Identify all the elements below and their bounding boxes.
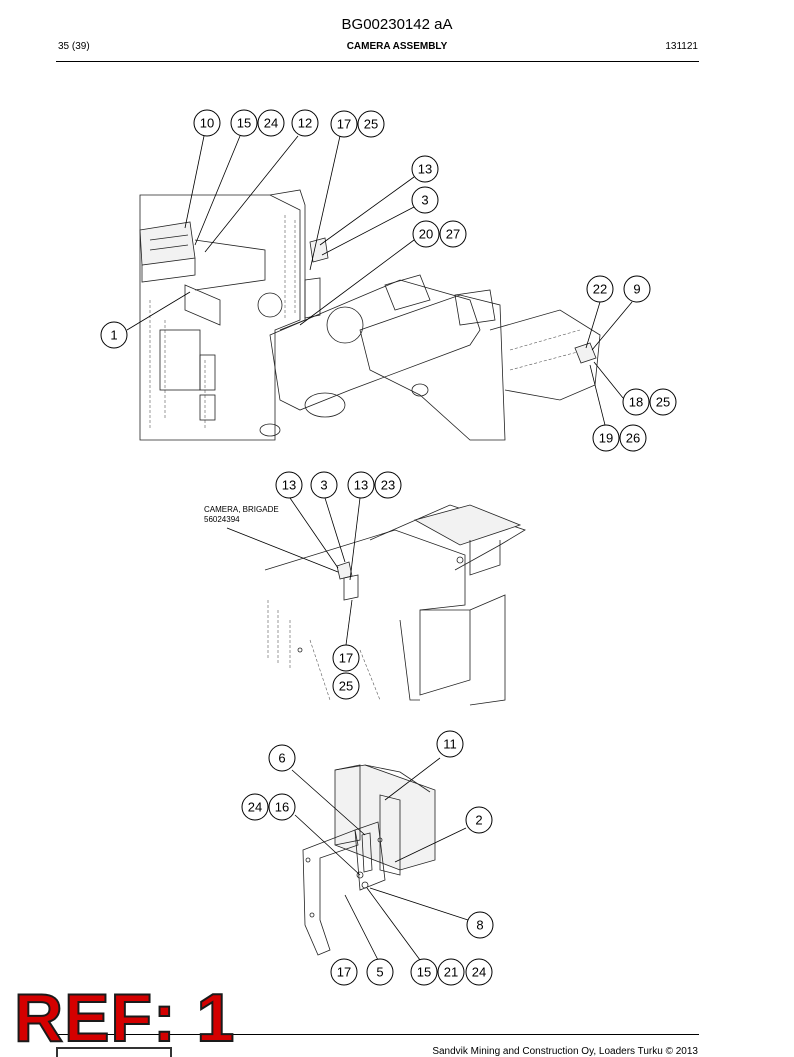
middle-view-note: CAMERA, BRIGADE 56024394	[204, 505, 279, 524]
bottom-view-callouts: 11 6 24 16 2 8 17 5 15 21 24	[241, 730, 494, 986]
svg-text:12: 12	[298, 116, 312, 131]
callout-bubble: 11	[436, 730, 464, 758]
svg-text:27: 27	[446, 227, 460, 242]
callout-bubble: 6	[268, 744, 296, 772]
callout-bubble: 10	[193, 109, 221, 137]
callout-bubble: 22	[586, 275, 614, 303]
svg-text:24: 24	[264, 116, 278, 131]
svg-text:25: 25	[656, 395, 670, 410]
middle-view-machine	[264, 504, 526, 706]
callout-bubble: 13	[275, 471, 303, 499]
callout-bubble: 13	[411, 155, 439, 183]
callout-bubble: 2	[465, 806, 493, 834]
top-view-callouts: 10 15 24 12 17 25 13 3 20 27 22 9 1 18 2…	[100, 109, 677, 452]
callout-bubble: 25	[649, 388, 677, 416]
callout-bubble: 3	[411, 186, 439, 214]
svg-text:25: 25	[364, 117, 378, 132]
svg-text:16: 16	[275, 800, 289, 815]
callout-bubble: 19	[592, 424, 620, 452]
svg-text:13: 13	[418, 162, 432, 177]
callout-bubble: 18	[622, 388, 650, 416]
callout-bubble: 1	[100, 321, 128, 349]
svg-text:3: 3	[320, 478, 327, 493]
svg-text:23: 23	[381, 478, 395, 493]
document-id: BG00230142 aA	[341, 16, 453, 33]
svg-text:24: 24	[472, 965, 486, 980]
svg-text:11: 11	[443, 737, 457, 752]
callout-bubble: 9	[623, 275, 651, 303]
svg-text:10: 10	[200, 116, 214, 131]
callout-bubble: 3	[310, 471, 338, 499]
top-view-machine	[139, 189, 601, 441]
callout-bubble: 16	[268, 793, 296, 821]
callout-bubble: 26	[619, 424, 647, 452]
svg-text:17: 17	[337, 117, 351, 132]
svg-text:1: 1	[110, 328, 117, 343]
page-number: 35 (39)	[58, 41, 90, 52]
sandvik-logo	[56, 1047, 172, 1057]
callout-bubble: 25	[357, 110, 385, 138]
document-code: 131121	[665, 41, 698, 52]
page-title: CAMERA ASSEMBLY	[346, 41, 448, 52]
callout-bubble: 27	[439, 220, 467, 248]
callout-bubble: 17	[330, 110, 358, 138]
svg-text:6: 6	[278, 751, 285, 766]
callout-bubble: 13	[347, 471, 375, 499]
svg-text:8: 8	[476, 918, 483, 933]
callout-bubble: 8	[466, 911, 494, 939]
svg-text:19: 19	[599, 431, 613, 446]
svg-text:13: 13	[354, 478, 368, 493]
svg-text:CAMERA, BRIGADE: CAMERA, BRIGADE	[204, 505, 279, 514]
svg-text:56024394: 56024394	[204, 515, 240, 524]
callout-bubble: 17	[330, 958, 358, 986]
svg-text:15: 15	[237, 116, 251, 131]
svg-text:25: 25	[339, 679, 353, 694]
svg-text:2: 2	[475, 813, 482, 828]
callout-bubble: 21	[437, 958, 465, 986]
bottom-view-leaders	[291, 757, 469, 961]
middle-view-callouts: 13 3 13 23 17 25	[275, 471, 402, 700]
callout-bubble: 24	[257, 109, 285, 137]
footer-divider	[56, 1034, 699, 1035]
header-divider	[56, 61, 699, 62]
svg-text:5: 5	[376, 965, 383, 980]
top-view-leaders	[126, 135, 633, 426]
svg-text:17: 17	[337, 965, 351, 980]
svg-text:18: 18	[629, 395, 643, 410]
middle-view-leaders	[226, 497, 361, 646]
callout-bubble: 5	[366, 958, 394, 986]
svg-text:9: 9	[633, 282, 640, 297]
bottom-view-machine	[302, 764, 436, 956]
svg-text:20: 20	[419, 227, 433, 242]
callout-bubble: 25	[332, 672, 360, 700]
svg-text:3: 3	[421, 193, 428, 208]
svg-text:22: 22	[593, 282, 607, 297]
svg-text:21: 21	[444, 965, 458, 980]
callout-bubble: 20	[412, 220, 440, 248]
callout-bubble: 24	[465, 958, 493, 986]
footer-copyright: Sandvik Mining and Construction Oy, Load…	[432, 1046, 698, 1057]
svg-text:24: 24	[248, 800, 262, 815]
callout-bubble: 17	[332, 644, 360, 672]
ref-stamp: REF: 1	[13, 980, 236, 1056]
svg-text:13: 13	[282, 478, 296, 493]
svg-text:17: 17	[339, 651, 353, 666]
callout-bubble: 15	[410, 958, 438, 986]
callout-bubble: 15	[230, 109, 258, 137]
callout-bubble: 12	[291, 109, 319, 137]
svg-text:15: 15	[417, 965, 431, 980]
svg-text:26: 26	[626, 431, 640, 446]
callout-bubble: 23	[374, 471, 402, 499]
callout-bubble: 24	[241, 793, 269, 821]
